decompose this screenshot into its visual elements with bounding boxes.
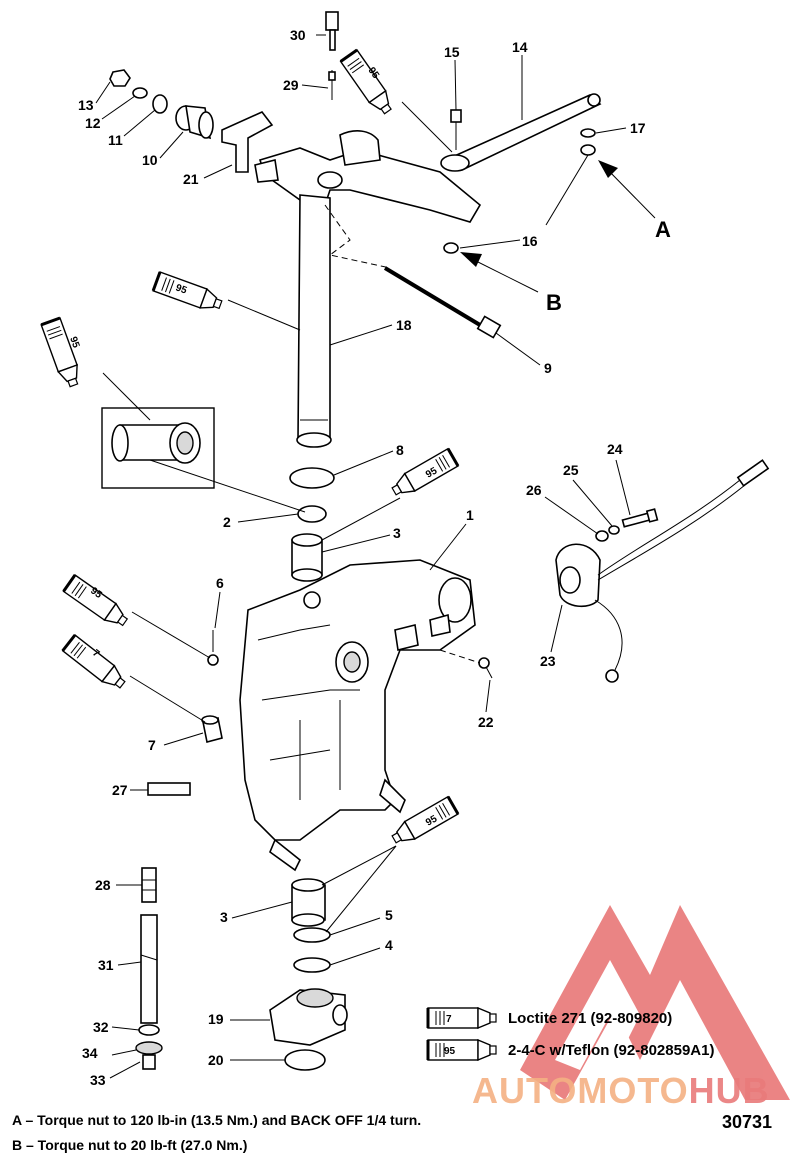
trim-sender-23: [555, 459, 770, 683]
legend-tube-7: 7: [426, 1006, 498, 1030]
nut-13: [109, 69, 131, 87]
callout-8: 8: [396, 442, 404, 458]
svg-text:95: 95: [174, 282, 189, 296]
callout-31: 31: [98, 957, 114, 973]
callout-11: 11: [108, 132, 123, 148]
pin-29-30: [325, 11, 339, 100]
callout-1: 1: [466, 507, 474, 523]
svg-text:95: 95: [444, 1046, 456, 1057]
tube-95-lower: 95: [321, 795, 460, 933]
callout-6: 6: [216, 575, 224, 591]
ring-20: [284, 1049, 326, 1071]
bushing-3-upper: [291, 533, 323, 582]
callout-29: 29: [283, 77, 299, 93]
svg-text:7: 7: [446, 1014, 452, 1025]
note-b: B – Torque nut to 20 lb-ft (27.0 Nm.): [12, 1137, 248, 1153]
bracket-21: [221, 111, 274, 173]
callout-14: 14: [512, 39, 528, 55]
callout-10: 10: [142, 152, 158, 168]
bolt-15: [450, 109, 462, 150]
callout-19: 19: [208, 1011, 224, 1027]
callout-4: 4: [385, 937, 393, 953]
tilt-tube-assembly: [135, 867, 163, 1070]
bushing-3-lower: [291, 878, 326, 927]
watermark-logo: [520, 905, 790, 1100]
callout-20: 20: [208, 1052, 224, 1068]
legend-grease: 2-4-C w/Teflon (92-802859A1): [508, 1042, 715, 1059]
callout-7-plug: 7: [148, 737, 156, 753]
screw-24: [621, 508, 659, 528]
callout-33: 33: [90, 1072, 106, 1088]
seal-detail-inset: [101, 407, 215, 489]
bushing-10: [175, 105, 214, 140]
washer-17: [580, 128, 596, 138]
arrow-label-b: B: [546, 290, 562, 315]
hidden-line: [324, 204, 391, 269]
note-a: A – Torque nut to 120 lb-in (13.5 Nm.) a…: [12, 1112, 422, 1128]
callout-32: 32: [93, 1019, 109, 1035]
screw-22: [478, 657, 493, 679]
ring-4: [293, 957, 331, 973]
callout-30: 30: [290, 27, 306, 43]
ring-5: [293, 927, 331, 943]
callout-16: 16: [522, 233, 538, 249]
lockwasher-25: [608, 525, 620, 535]
svg-text:95: 95: [424, 813, 440, 828]
callout-26: 26: [526, 482, 542, 498]
washer-12: [132, 87, 148, 99]
callout-22: 22: [478, 714, 494, 730]
callouts: 30 29 15 14 17 16 13 12 11 10 21 18 9 8 …: [78, 27, 671, 1088]
callout-12: 12: [85, 115, 101, 131]
callout-15: 15: [444, 44, 460, 60]
washer-26: [595, 530, 609, 542]
washer-8: [289, 467, 335, 489]
callout-25: 25: [563, 462, 579, 478]
callout-21: 21: [183, 171, 199, 187]
tube-95-arm: 95: [151, 270, 301, 331]
tube-7-plug: 7: [61, 633, 206, 723]
callout-24: 24: [607, 441, 623, 457]
callout-3-lower: 3: [220, 909, 228, 925]
callout-3-upper: 3: [393, 525, 401, 541]
steering-collar-19: [269, 988, 348, 1046]
swivel-bracket-1: [239, 559, 476, 872]
plug-7: [201, 715, 223, 743]
washer-11: [152, 94, 168, 114]
callout-27: 27: [112, 782, 128, 798]
svg-text:7: 7: [90, 648, 102, 660]
callout-5: 5: [385, 907, 393, 923]
callout-23: 23: [540, 653, 556, 669]
arrow-label-a: A: [655, 217, 671, 242]
figure-number: 30731: [722, 1112, 773, 1132]
callout-34: 34: [82, 1045, 98, 1061]
leader-lines: [95, 34, 631, 1079]
tube-95-fitting: 95: [62, 573, 211, 659]
svg-text:95: 95: [424, 465, 440, 480]
legend-tube-95: 95: [426, 1038, 498, 1062]
callout-28: 28: [95, 877, 111, 893]
watermark-text: AUTOMOTOHUB: [472, 1070, 770, 1111]
tie-bar-14: [440, 93, 602, 172]
legend-loctite: Loctite 271 (92-809820): [508, 1010, 673, 1027]
svg-text:95: 95: [67, 335, 81, 350]
callout-17: 17: [630, 120, 646, 136]
arrow-a: [598, 160, 656, 219]
bolt-9: [383, 266, 502, 339]
tube-95-bushing: 95: [321, 447, 460, 541]
callout-2: 2: [223, 514, 231, 530]
seal-2: [297, 505, 327, 523]
steering-arm-tube-18: [254, 130, 482, 448]
callout-9: 9: [544, 360, 552, 376]
pin-27: [147, 782, 191, 796]
hidden-line-22: [439, 649, 481, 664]
nut-17b: [580, 144, 596, 156]
grease-fitting-6: [207, 630, 219, 666]
callout-18: 18: [396, 317, 412, 333]
tube-95-seal: 95: [39, 316, 306, 513]
nut-16: [443, 242, 459, 254]
callout-13: 13: [78, 97, 94, 113]
arrow-b: [460, 252, 539, 293]
